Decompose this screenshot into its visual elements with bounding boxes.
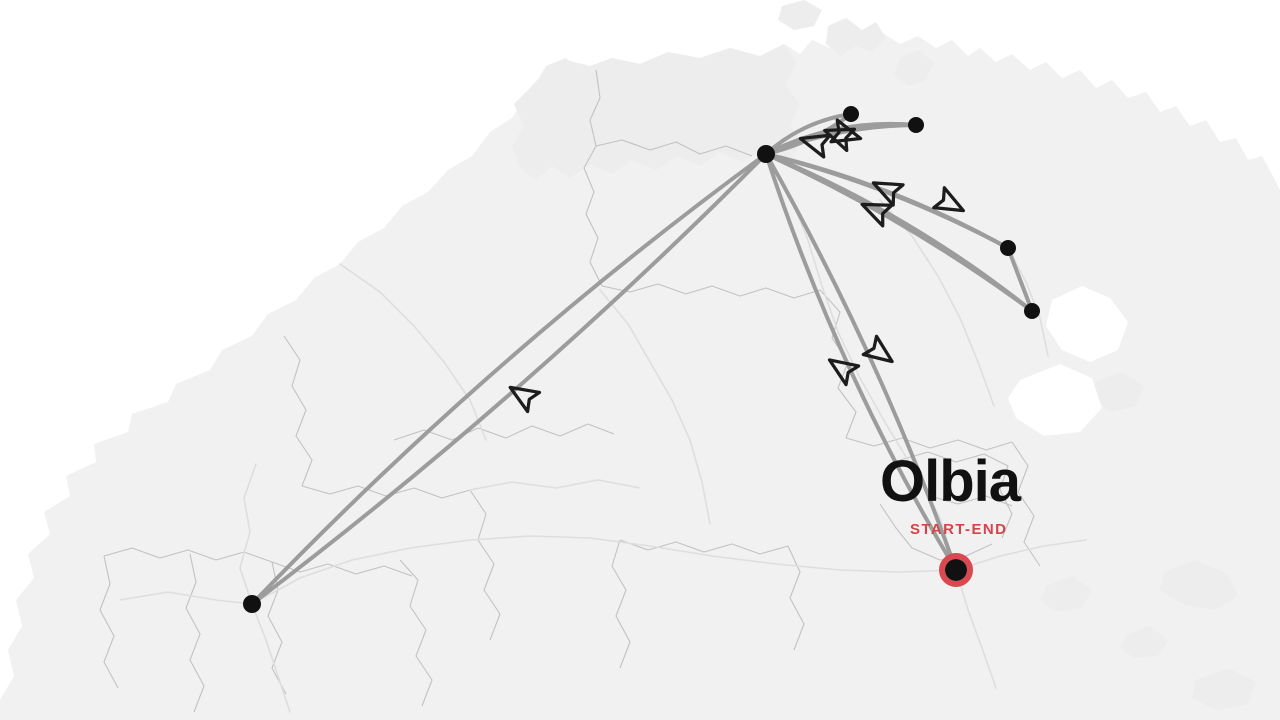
inlet-east bbox=[1046, 286, 1128, 362]
island-east-a bbox=[1092, 372, 1144, 412]
route-direction-arrow bbox=[827, 358, 861, 387]
southeast-node[interactable] bbox=[1024, 303, 1040, 319]
route-direction-arrow bbox=[932, 186, 965, 213]
route-line bbox=[764, 112, 853, 156]
route-direction-arrow bbox=[871, 181, 905, 207]
island-north-a bbox=[826, 18, 886, 56]
route-line bbox=[764, 152, 1034, 313]
route-direction-arrow bbox=[860, 202, 894, 228]
route-direction-arrow bbox=[861, 334, 894, 364]
route-line bbox=[250, 152, 768, 606]
start-end-node[interactable] bbox=[945, 559, 967, 581]
north-region-shape bbox=[512, 44, 804, 180]
island-east-d bbox=[1040, 576, 1092, 612]
north-node[interactable] bbox=[843, 106, 859, 122]
administrative-borders bbox=[99, 69, 1041, 713]
southwest-node[interactable] bbox=[243, 595, 261, 613]
route-direction-arrow bbox=[798, 133, 832, 159]
hub-node[interactable] bbox=[757, 145, 775, 163]
island-east-c bbox=[1192, 668, 1256, 710]
east-node[interactable] bbox=[1000, 240, 1016, 256]
route-direction-arrow bbox=[508, 385, 542, 414]
island-north-c bbox=[778, 0, 822, 30]
island-north-b bbox=[894, 50, 934, 86]
route-nodes-layer bbox=[243, 106, 1040, 613]
island-upper-left bbox=[540, 58, 580, 88]
route-arrow-markers-layer bbox=[508, 118, 965, 414]
route-line bbox=[764, 152, 958, 572]
route-direction-arrow bbox=[823, 127, 857, 153]
northeast-node[interactable] bbox=[908, 117, 924, 133]
island-east-e bbox=[1120, 626, 1168, 658]
route-line bbox=[764, 152, 1010, 250]
bay-west bbox=[0, 254, 300, 412]
route-line bbox=[764, 152, 958, 572]
inlet-center bbox=[1008, 364, 1102, 436]
island-east-b bbox=[1160, 560, 1238, 610]
route-direction-arrow bbox=[829, 118, 863, 144]
start-end-ring[interactable] bbox=[939, 553, 973, 587]
